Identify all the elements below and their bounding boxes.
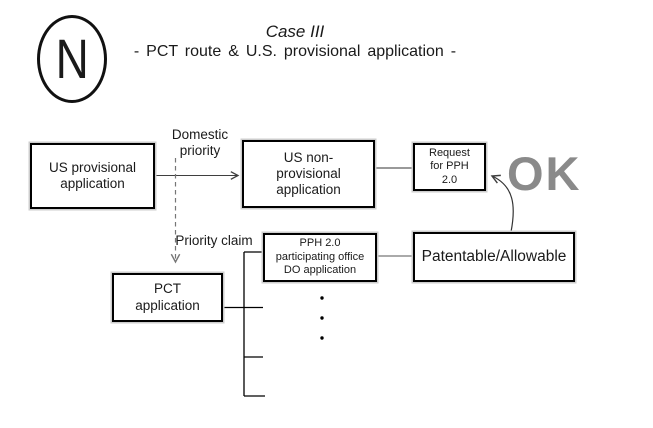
box-text-line: provisional: [276, 166, 341, 181]
box-text-line: US non-: [283, 150, 334, 165]
label-text-line: Priority: [175, 233, 218, 248]
box-text-line: PCT: [154, 281, 181, 296]
diagram-header: Case III - PCT route & U.S. provisional …: [105, 22, 485, 61]
box-patentable-allowable: Patentable/Allowable: [413, 232, 575, 282]
box-us-nonprovisional-application: US non- provisional application: [242, 140, 375, 208]
box-text-line: DO application: [283, 264, 357, 277]
box-text-line: application: [276, 182, 341, 197]
box-text-line: Patentable/Allowable: [421, 248, 567, 265]
box-text-line: participating office: [275, 250, 365, 263]
box-pct-application: PCT application: [112, 273, 223, 322]
box-text-line: application: [135, 297, 200, 313]
box-text-line: 2.0: [441, 173, 458, 186]
box-text-line: US provisional: [48, 160, 137, 175]
page-subtitle: - PCT route & U.S. provisional applicati…: [133, 43, 457, 60]
box-us-provisional-application: US provisional application: [30, 143, 155, 209]
box-text-line: Request: [429, 146, 470, 159]
page-title: Case III: [265, 22, 325, 41]
stamp-letter: N: [55, 27, 89, 90]
label-text-line: priority: [179, 142, 221, 158]
label-domestic-priority: Domestic priority: [158, 127, 242, 158]
box-text-line: application: [60, 176, 125, 191]
box-text-line: for PPH: [430, 160, 469, 173]
ok-status-text: OK: [507, 147, 582, 200]
label-text-line: claim: [221, 233, 253, 248]
ellipsis-dot: [320, 296, 324, 300]
ellipsis-dot: [320, 336, 324, 340]
box-request-for-pph-2-0: Request for PPH 2.0: [413, 143, 486, 191]
box-text-line: PPH 2.0: [299, 237, 341, 250]
label-text-line: Domestic: [171, 127, 229, 142]
label-priority-claim: Priority claim: [172, 233, 256, 249]
n-stamp-circle: N: [37, 15, 107, 103]
box-pph-participating-office-do-application: PPH 2.0 participating office DO applicat…: [263, 233, 377, 282]
ellipsis-dot: [320, 316, 324, 320]
